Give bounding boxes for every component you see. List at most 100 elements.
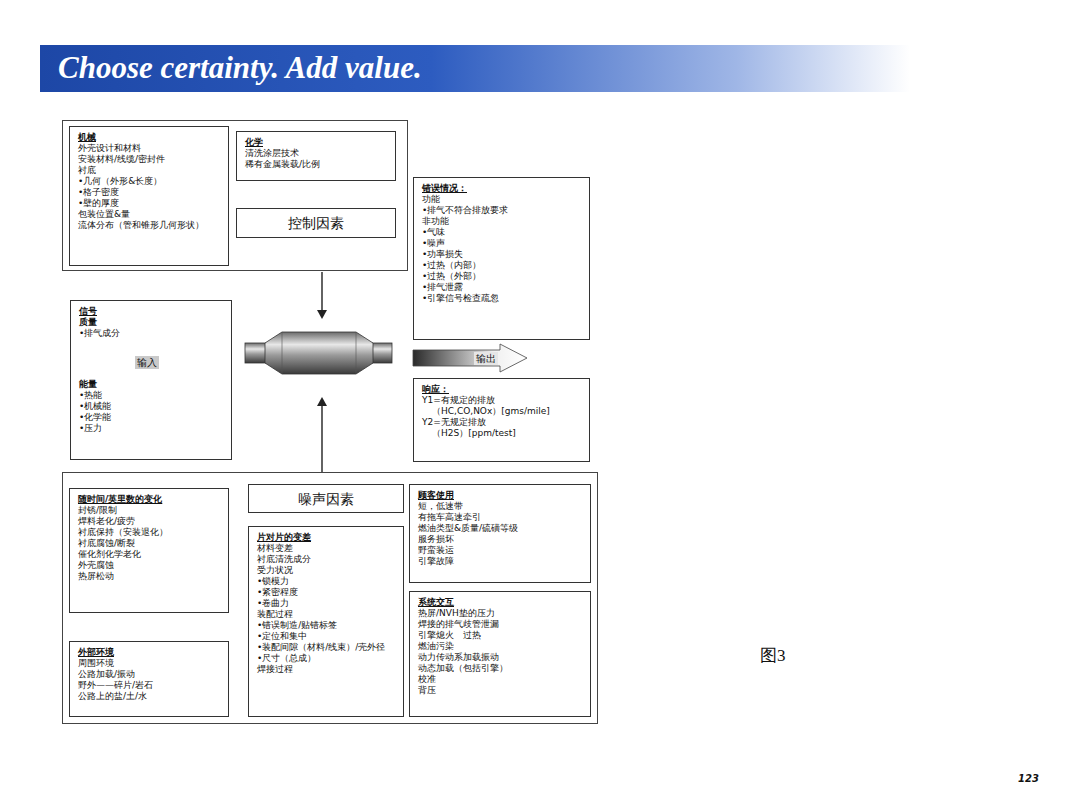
box-text: 焊料老化/疲劳: [78, 516, 222, 527]
box-text: 热屏松动: [78, 571, 222, 582]
box-heading: 响应：: [422, 384, 583, 395]
box-text: •几何（外形&长度）: [78, 176, 222, 187]
box-text: 引擎熄火 过热: [418, 630, 584, 641]
box-text: 有拖车高速牵引: [418, 512, 584, 523]
signal-box: 信号质量•排气成分能量•热能•机械能•化学能•压力: [70, 300, 232, 460]
box-text: 非功能: [422, 216, 583, 227]
box-text: 背压: [418, 685, 584, 696]
box-text: •尺寸（总成）: [257, 653, 397, 664]
box-text: 野蛮装运: [418, 545, 584, 556]
box-text: Y1=有规定的排放: [422, 395, 583, 406]
box-text: （H2S）[ppm/test]: [422, 428, 583, 439]
box-text: 控制因素: [288, 214, 344, 232]
box-text: 校准: [418, 674, 584, 685]
box-text: 受力状况: [257, 565, 397, 576]
box-text: 质量: [79, 317, 225, 328]
box-text: 动力传动系加载振动: [418, 652, 584, 663]
box-text: 热屏/NVH垫的压力: [418, 608, 584, 619]
box-text: •热能: [79, 390, 225, 401]
header-band: [40, 45, 910, 92]
system-interaction-box: 系统交互热屏/NVH垫的压力焊接的排气歧管泄漏引擎熄火 过热燃油污染动力传动系加…: [409, 591, 591, 717]
box-text: •过热（内部）: [422, 260, 583, 271]
box-text: •卷曲力: [257, 598, 397, 609]
box-text: 装配过程: [257, 609, 397, 620]
control-factors-group: 机械外壳设计和材料安装材料/线缆/密封件衬底•几何（外形&长度）•格子密度•壁的…: [62, 120, 408, 271]
chemical-box: 化学清洗涂层技术稀有金属装载/比例: [236, 131, 396, 181]
box-text: •格子密度: [78, 187, 222, 198]
box-text: 安装材料/线缆/密封件: [78, 154, 222, 165]
box-text: •压力: [79, 423, 225, 434]
response-box: 响应：Y1=有规定的排放（HC,CO,NOx）[gms/mile]Y2=无规定排…: [413, 378, 590, 462]
box-text: 包装位置&量: [78, 209, 222, 220]
box-text: 动态加载（包括引擎）: [418, 663, 584, 674]
box-text: 公路加载/振动: [78, 669, 222, 680]
box-text: 焊接过程: [257, 664, 397, 675]
time-mileage-box: 随时间/英里数的变化封锈/限制焊料老化/疲劳衬底保持（安装退化）衬底腐蚀/断裂催…: [69, 488, 229, 613]
box-text: 催化剂化学老化: [78, 549, 222, 560]
box-text: 外壳腐蚀: [78, 560, 222, 571]
box-text: 野外——碎片/岩石: [78, 680, 222, 691]
box-text: 焊接的排气歧管泄漏: [418, 619, 584, 630]
box-heading: 系统交互: [418, 597, 584, 608]
box-text: •排气成分: [79, 328, 225, 339]
piece-variation-box: 片对片的变差材料变差衬底清洗成分受力状况•锁模力•紧密程度•卷曲力装配过程•错误…: [248, 526, 404, 717]
box-text: 燃油类型&质量/硫磺等级: [418, 523, 584, 534]
box-text: 服务损坏: [418, 534, 584, 545]
box-text: •气味: [422, 227, 583, 238]
noise-factors-box: 噪声因素: [248, 484, 404, 513]
box-text: •噪声: [422, 238, 583, 249]
input-label: 输入: [135, 356, 159, 369]
box-text: 衬底腐蚀/断裂: [78, 538, 222, 549]
control-factors-box: 控制因素: [236, 208, 396, 238]
box-text: 流体分布（管和锥形几何形状）: [78, 220, 222, 231]
customer-usage-box: 顾客使用短，低速带有拖车高速牵引燃油类型&质量/硫磺等级服务损坏野蛮装运引擎故障: [409, 484, 591, 583]
box-text: 材料变差: [257, 543, 397, 554]
box-text: •排气泄露: [422, 282, 583, 293]
box-text: Y2=无规定排放: [422, 417, 583, 428]
box-heading: 随时间/英里数的变化: [78, 494, 222, 505]
box-text: •过热（外部）: [422, 271, 583, 282]
control-arrow: [317, 272, 327, 319]
box-text: 短，低速带: [418, 501, 584, 512]
box-heading: 信号: [79, 306, 225, 317]
box-text: （HC,CO,NOx）[gms/mile]: [422, 406, 583, 417]
box-heading: 化学: [245, 137, 389, 148]
box-text: •错误制造/贴错标签: [257, 620, 397, 631]
box-text: •引擎信号检查疏忽: [422, 293, 583, 304]
box-text: 衬底保持（安装退化）: [78, 527, 222, 538]
converter-figure: [245, 332, 392, 374]
box-text: 引擎故障: [418, 556, 584, 567]
figure-number: 图3: [760, 646, 786, 666]
box-text: 清洗涂层技术: [245, 148, 389, 159]
slide-title: Choose certainty. Add value.: [58, 48, 422, 88]
box-text: •排气不符合排放要求: [422, 205, 583, 216]
box-text: 噪声因素: [298, 490, 354, 508]
box-text: •化学能: [79, 412, 225, 423]
box-text: •功率损失: [422, 249, 583, 260]
box-text: 衬底清洗成分: [257, 554, 397, 565]
box-text: •紧密程度: [257, 587, 397, 598]
box-text: •机械能: [79, 401, 225, 412]
box-text: 衬底: [78, 165, 222, 176]
box-text: •壁的厚度: [78, 198, 222, 209]
failure-mode-box: 错误情况：功能•排气不符合排放要求非功能•气味•噪声•功率损失•过热（内部）•过…: [413, 177, 590, 340]
box-text: 能量: [79, 379, 225, 390]
box-text: 外壳设计和材料: [78, 143, 222, 154]
box-text: 封锈/限制: [78, 505, 222, 516]
mechanical-box: 机械外壳设计和材料安装材料/线缆/密封件衬底•几何（外形&长度）•格子密度•壁的…: [69, 126, 229, 266]
box-text: 周围环境: [78, 658, 222, 669]
box-heading: 机械: [78, 132, 222, 143]
box-heading: 顾客使用: [418, 490, 584, 501]
box-text: 稀有金属装载/比例: [245, 159, 389, 170]
box-heading: 片对片的变差: [257, 532, 397, 543]
box-heading: 外部环境: [78, 647, 222, 658]
external-env-box: 外部环境周围环境公路加载/振动野外——碎片/岩石公路上的盐/土/水: [69, 641, 229, 717]
box-text: 功能: [422, 194, 583, 205]
noise-arrow: [317, 397, 327, 472]
box-text: 公路上的盐/土/水: [78, 691, 222, 702]
output-arrow: [413, 344, 527, 372]
box-heading: 错误情况：: [422, 183, 583, 194]
page-number: 123: [1018, 772, 1039, 785]
box-text: 燃油污染: [418, 641, 584, 652]
